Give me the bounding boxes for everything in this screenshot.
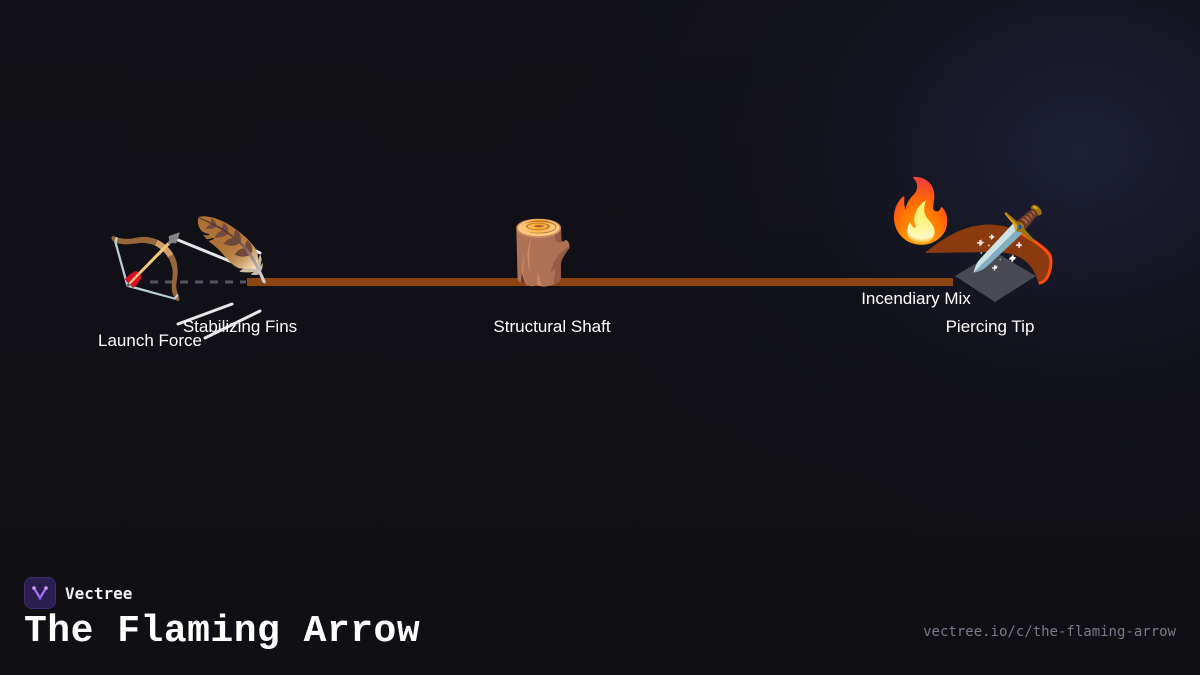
feather-icon: 🪶 [193, 217, 271, 286]
arrow-shaft-line [247, 278, 953, 286]
node-label-stabilizing-fins: Stabilizing Fins [182, 317, 298, 336]
dagger-icon: 🗡️ [969, 205, 1047, 274]
page-url[interactable]: vectree.io/c/the-flaming-arrow [923, 624, 1176, 640]
node-label-structural-shaft: Structural Shaft [493, 317, 611, 336]
fire-icon: 🔥 [882, 177, 960, 246]
sparkle-marks [977, 234, 1022, 271]
arrowhead-shape [955, 252, 1036, 302]
node-label-piercing-tip: Piercing Tip [945, 317, 1035, 336]
node-label-incendiary-mix: Incendiary Mix [861, 289, 971, 308]
vectree-logo-glyph [32, 586, 48, 600]
brand-name: Vectree [65, 583, 133, 603]
flame-wrap-shape [925, 224, 1052, 284]
brand: Vectree [24, 577, 132, 609]
wood-log-icon: 🪵 [502, 219, 580, 288]
vectree-logo-icon [24, 577, 56, 609]
fletching-lines [176, 224, 262, 340]
bow-and-arrow-icon: 🏹 [107, 233, 185, 302]
flame-wrap-outline [1020, 232, 1053, 285]
page-title: The Flaming Arrow [24, 610, 421, 653]
node-label-launch-force: Launch Force [98, 331, 202, 350]
